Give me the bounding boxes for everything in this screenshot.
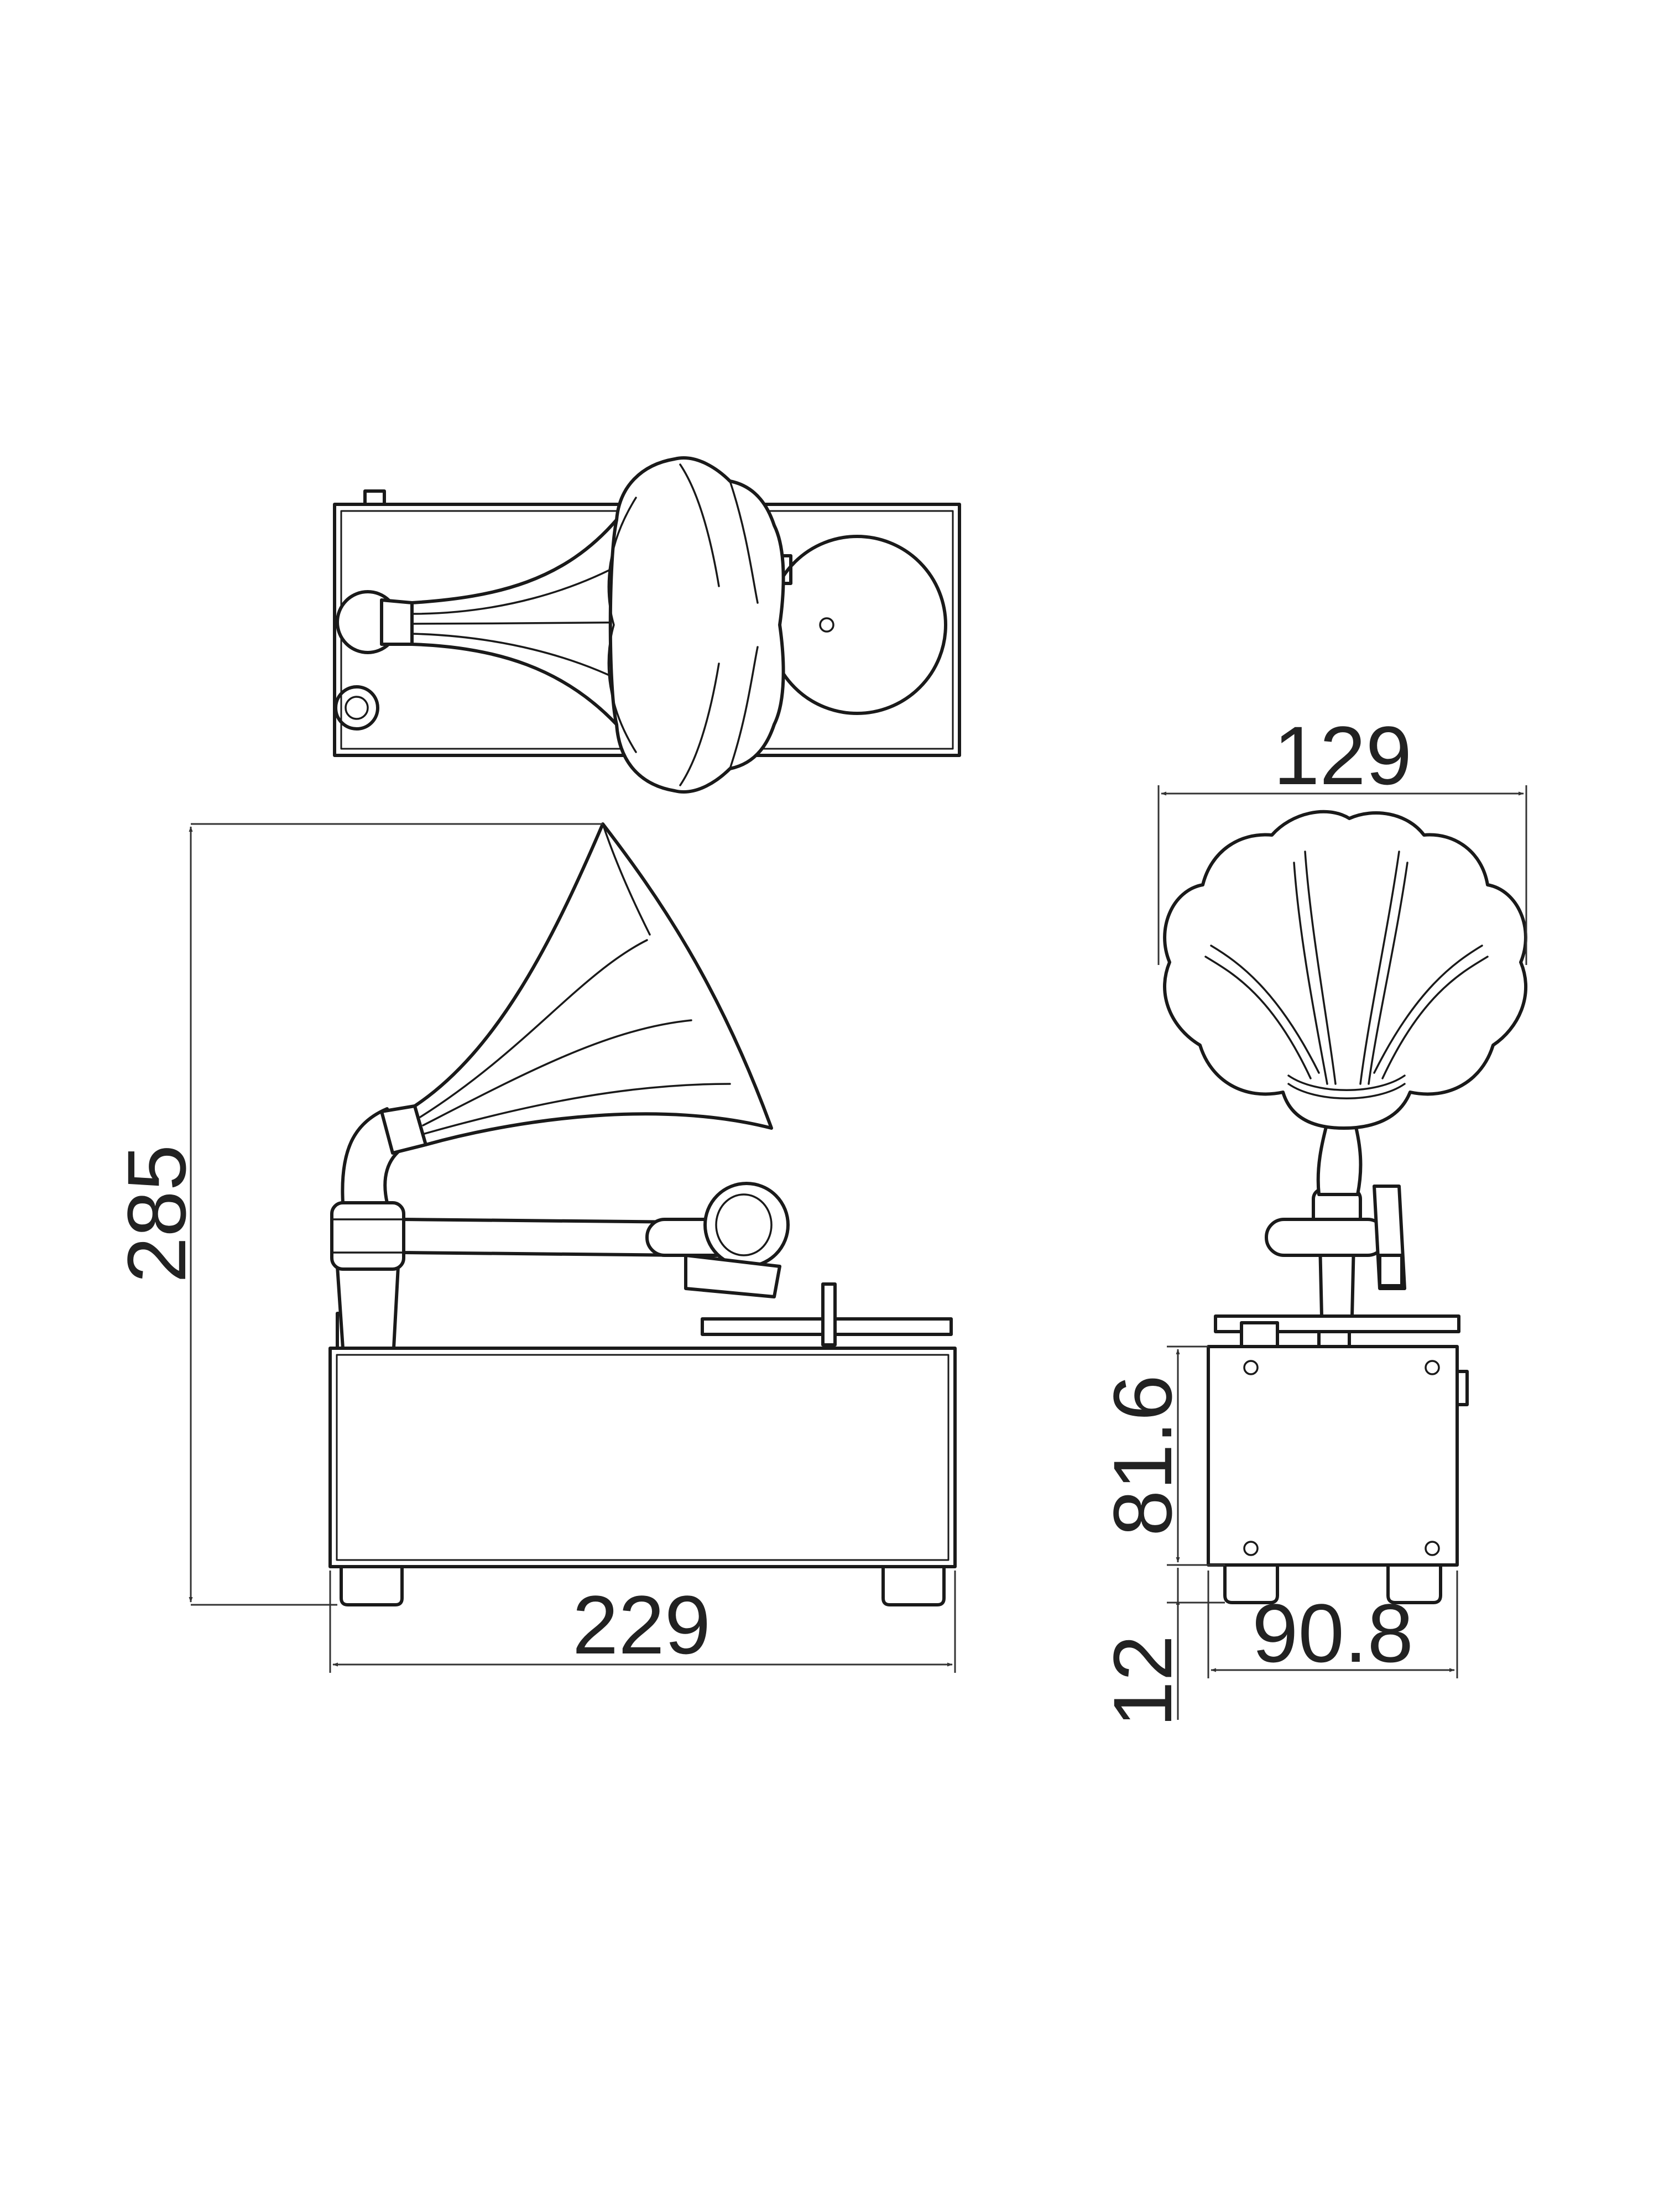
side-view-column <box>336 1265 400 1350</box>
top-view-volume-knob-center <box>345 696 369 720</box>
top-view-horn-bell <box>608 456 785 794</box>
end-view <box>1163 810 1527 1604</box>
end-view-needle <box>1378 1254 1404 1287</box>
end-view-body <box>1207 1345 1459 1567</box>
dim-label-height: 285 <box>110 1145 203 1283</box>
end-view-tonearm <box>1265 1218 1387 1257</box>
side-view-body-inner <box>336 1354 950 1561</box>
top-view-spindle <box>819 617 834 633</box>
side-view-spindle <box>821 1282 837 1347</box>
side-view-body <box>328 1347 957 1568</box>
end-view-horn-bell <box>1163 810 1527 1130</box>
end-view-switch <box>1455 1370 1469 1406</box>
side-view-horn <box>413 822 773 1146</box>
side-view-soundbox <box>703 1182 790 1268</box>
side-view-tonearm <box>402 1218 687 1257</box>
top-view-switch <box>363 489 386 506</box>
top-view <box>333 456 961 794</box>
side-view-column-collar <box>330 1201 405 1271</box>
end-view-foot-left <box>1223 1563 1279 1604</box>
end-view-spindle-base <box>1317 1330 1351 1348</box>
end-view-foot-right <box>1386 1563 1442 1604</box>
dim-label-width: 229 <box>572 1578 711 1671</box>
dimension-lines <box>189 785 1527 1720</box>
top-view-volume-knob <box>334 685 379 731</box>
top-view-turntable-disc <box>767 535 947 715</box>
top-view-horn-collar <box>380 598 414 646</box>
side-view-foot-right <box>881 1565 946 1606</box>
dim-label-horn-width: 129 <box>1274 709 1412 802</box>
end-view-horn-neck <box>1316 1121 1363 1196</box>
side-view-needle-head <box>684 1254 781 1298</box>
end-view-knob <box>1240 1321 1279 1348</box>
side-view-foot-left <box>340 1565 404 1606</box>
dim-label-body-depth: 90.8 <box>1252 1587 1413 1679</box>
dim-label-foot-height: 12 <box>1096 1635 1189 1728</box>
dim-label-body-height: 81.6 <box>1096 1375 1189 1536</box>
side-view <box>328 822 957 1606</box>
